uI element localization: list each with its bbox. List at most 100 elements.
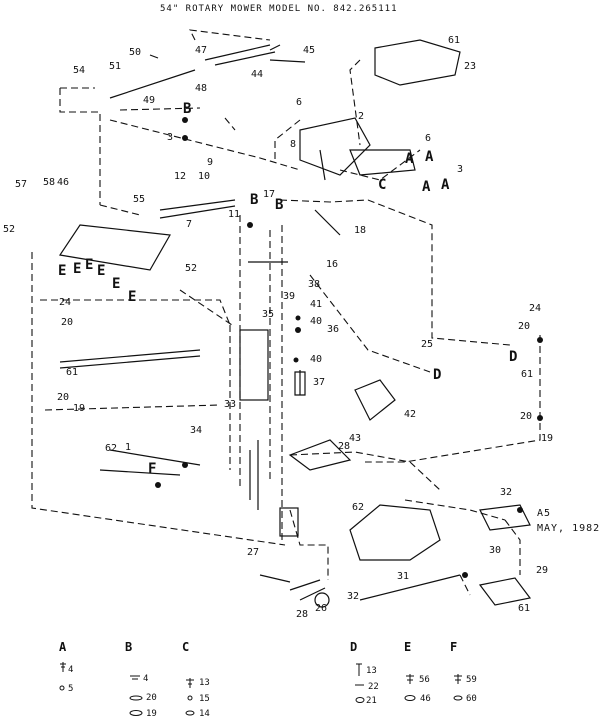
legend-c-item-2: 15 — [199, 694, 210, 704]
ref-letter-b-2: B — [275, 197, 284, 213]
part-label-61-top: 61 — [448, 35, 461, 46]
part-label-20-left: 20 — [61, 317, 74, 328]
part-label-8: 8 — [290, 139, 297, 150]
part-label-51: 51 — [109, 61, 122, 72]
part-label-19-right: 19 — [541, 433, 554, 444]
legend-d-item-1: 13 — [366, 666, 377, 676]
part-label-37: 37 — [313, 377, 326, 388]
part-label-45: 45 — [303, 45, 316, 56]
part-label-48: 48 — [195, 83, 208, 94]
part-label-18: 18 — [354, 225, 367, 236]
part-label-33: 33 — [224, 399, 237, 410]
ref-letter-a-4: A — [441, 177, 450, 193]
ref-letter-e-1: E — [58, 263, 67, 279]
part-label-32-right: 32 — [500, 487, 513, 498]
legend-key-d: D — [350, 640, 358, 654]
legend-a-item-2: 5 — [68, 684, 74, 694]
stamp-date: MAY, 1982 — [537, 523, 601, 534]
part-label-6-top: 6 — [296, 97, 303, 108]
part-label-61-right: 61 — [521, 369, 534, 380]
part-label-17: 17 — [263, 189, 276, 200]
part-label-24-right: 24 — [529, 303, 542, 314]
stamp-sheet: A5 — [537, 508, 552, 519]
part-label-61-bottom: 61 — [518, 603, 531, 614]
diagram-title: 54" ROTARY MOWER MODEL NO. 842.265111 — [160, 4, 398, 14]
part-label-44: 44 — [251, 69, 264, 80]
part-label-1: 1 — [125, 442, 132, 453]
legend-c-item-1: 13 — [199, 678, 210, 688]
part-label-49: 49 — [143, 95, 156, 106]
part-label-3-left: 3 — [167, 132, 174, 143]
part-label-55: 55 — [133, 194, 146, 205]
part-label-16: 16 — [326, 259, 339, 270]
part-label-3-right: 3 — [457, 164, 464, 175]
part-label-29: 29 — [536, 565, 549, 576]
part-label-57: 57 — [15, 179, 28, 190]
part-label-42: 42 — [404, 409, 417, 420]
part-label-26: 26 — [315, 603, 328, 614]
legend-c-item-3: 14 — [199, 709, 210, 719]
part-label-30: 30 — [489, 545, 502, 556]
ref-letter-e-4: E — [97, 263, 106, 279]
legend-key-a: A — [59, 640, 67, 654]
ref-letter-a-3: A — [422, 179, 431, 195]
part-label-43: 43 — [349, 433, 362, 444]
part-label-7: 7 — [186, 219, 193, 230]
part-label-62-left: 62 — [105, 443, 118, 454]
legend-b-item-3: 19 — [146, 709, 157, 719]
ref-letter-d-mid: D — [433, 367, 442, 383]
legend-key-b: B — [125, 640, 133, 654]
part-label-40-top: 40 — [310, 316, 323, 327]
part-label-12: 12 — [174, 171, 187, 182]
part-label-2: 2 — [358, 111, 365, 122]
legend-key-f: F — [450, 640, 458, 654]
part-label-41: 41 — [310, 299, 323, 310]
legend-e-item-2: 46 — [420, 694, 431, 704]
ref-letter-d-right: D — [509, 349, 518, 365]
part-label-9: 9 — [207, 157, 214, 168]
legend-a-item-1: 4 — [68, 665, 74, 675]
part-label-31: 31 — [397, 571, 410, 582]
legend-b-item-1: 4 — [143, 674, 149, 684]
part-label-61-left: 61 — [66, 367, 79, 378]
part-label-47: 47 — [195, 45, 208, 56]
part-label-39: 39 — [283, 291, 296, 302]
part-label-6-right: 6 — [425, 133, 432, 144]
ref-letter-b-top: B — [183, 101, 192, 117]
part-label-52-left: 52 — [3, 224, 16, 235]
part-label-50: 50 — [129, 47, 142, 58]
part-label-34: 34 — [190, 425, 203, 436]
part-label-27: 27 — [247, 547, 260, 558]
part-label-40-mid: 40 — [310, 354, 323, 365]
part-label-19-left: 19 — [73, 403, 86, 414]
part-label-58: 58 — [43, 177, 56, 188]
legend-f-item-1: 59 — [466, 675, 477, 685]
legend-b-item-2: 20 — [146, 693, 157, 703]
ref-letter-f: F — [148, 461, 157, 477]
part-label-36: 36 — [327, 324, 340, 335]
part-label-32-bottom: 32 — [347, 591, 360, 602]
ref-letter-e-2: E — [73, 261, 82, 277]
part-label-35: 35 — [262, 309, 275, 320]
legend-key-c: C — [182, 640, 190, 654]
ref-letter-e-5: E — [112, 276, 121, 292]
part-label-62-right: 62 — [352, 502, 365, 513]
part-label-52-right: 52 — [185, 263, 198, 274]
part-label-28-mid: 28 — [338, 441, 351, 452]
part-label-46: 46 — [57, 177, 70, 188]
part-label-10: 10 — [198, 171, 211, 182]
ref-letter-b-1: B — [250, 192, 259, 208]
legend-e-item-1: 56 — [419, 675, 430, 685]
ref-letter-a-2: A — [425, 149, 434, 165]
legend-key-e: E — [404, 640, 412, 654]
legend-d-item-2: 22 — [368, 682, 379, 692]
part-label-11: 11 — [228, 209, 241, 220]
legend-f-item-2: 60 — [466, 694, 477, 704]
ref-letter-e-3: E — [85, 257, 94, 273]
part-label-24-left: 24 — [59, 297, 72, 308]
part-label-20-lower: 20 — [57, 392, 70, 403]
part-label-28-bottom: 28 — [296, 609, 309, 620]
